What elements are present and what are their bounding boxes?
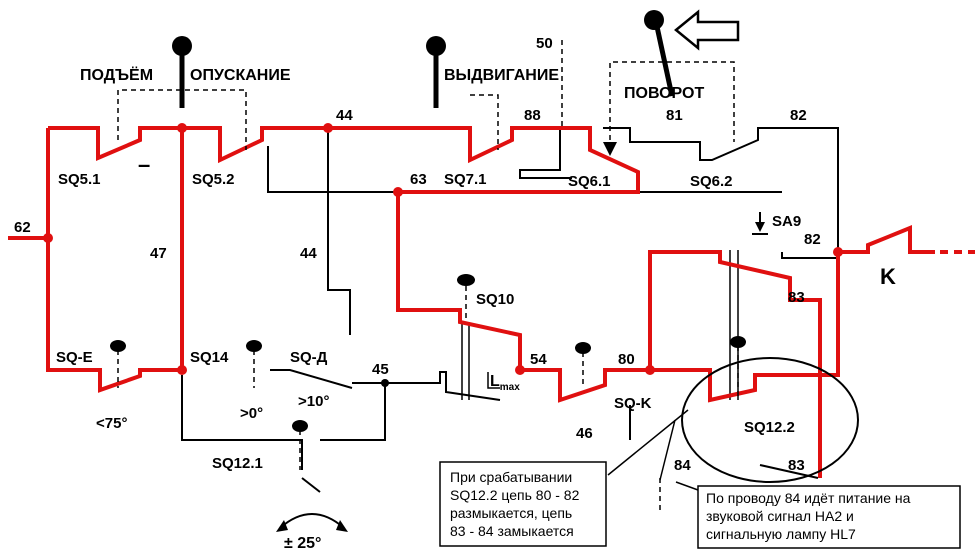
handles bbox=[110, 10, 746, 432]
lmax-marker bbox=[487, 372, 500, 389]
callout-left-line-3: размыкается, цепь bbox=[450, 505, 572, 521]
black-wiring bbox=[181, 127, 839, 493]
wire-45: 45 bbox=[372, 361, 389, 378]
wire-63: 63 bbox=[410, 171, 427, 188]
junction-dots bbox=[43, 123, 843, 387]
label-sq12-1: SQ12.1 bbox=[212, 455, 263, 472]
label-lmax: Lmax bbox=[490, 373, 520, 393]
red-active-circuit bbox=[8, 126, 975, 478]
label-opuskanie: ОПУСКАНИЕ bbox=[190, 67, 291, 84]
label-angle-75: <75° bbox=[96, 415, 127, 432]
wire-46: 46 bbox=[576, 425, 593, 442]
label-povorot: ПОВОРОТ bbox=[624, 85, 704, 102]
wire-81: 81 bbox=[666, 107, 683, 124]
sq12-2-highlight-ellipse bbox=[681, 357, 859, 483]
label-sq6-2: SQ6.2 bbox=[690, 173, 733, 190]
callout-box-right bbox=[697, 485, 961, 549]
wire-82-top: 82 bbox=[790, 107, 807, 124]
wire-84: 84 bbox=[674, 457, 691, 474]
callout-text-left: При срабатывании SQ12.2 цепь 80 - 82 раз… bbox=[450, 469, 580, 539]
sq10-plunger bbox=[457, 274, 475, 400]
wire-54: 54 bbox=[530, 351, 547, 368]
label-sq-e: SQ-E bbox=[56, 349, 93, 366]
label-angle-0: >0° bbox=[240, 405, 263, 422]
label-angle-10: >10° bbox=[298, 393, 329, 410]
callout-left-line-2: SQ12.2 цепь 80 - 82 bbox=[450, 487, 580, 503]
callout-leaders bbox=[607, 409, 699, 491]
label-sq-d: SQ-Д bbox=[290, 349, 328, 366]
wire-62: 62 bbox=[14, 219, 31, 236]
wire-44-top: 44 bbox=[336, 107, 353, 124]
callout-box-left bbox=[439, 461, 607, 547]
wire-80: 80 bbox=[618, 351, 635, 368]
wire-88: 88 bbox=[524, 107, 541, 124]
label-sq12-2: SQ12.2 bbox=[744, 419, 795, 436]
callout-text-right: По проводу 84 идёт питание на звуковой с… bbox=[706, 490, 911, 542]
label-podem: ПОДЪЁМ bbox=[80, 66, 153, 84]
callout-left-line-1: При срабатывании bbox=[450, 469, 572, 485]
label-sa9: SA9 bbox=[772, 213, 801, 230]
label-angle-25: ± 25° bbox=[284, 535, 321, 552]
label-sq6-1: SQ6.1 bbox=[568, 173, 611, 190]
label-minus: – bbox=[138, 152, 150, 177]
label-k: K bbox=[880, 264, 896, 289]
callout-right-line-1: По проводу 84 идёт питание на bbox=[706, 490, 911, 506]
label-sq7-1: SQ7.1 bbox=[444, 171, 487, 188]
callout-left-line-4: 83 - 84 замыкается bbox=[450, 523, 574, 539]
label-sq5-1: SQ5.1 bbox=[58, 171, 101, 188]
dashed-linkages bbox=[117, 40, 739, 510]
rotation-direction-arrow-icon bbox=[603, 9, 740, 156]
wire-50: 50 bbox=[536, 35, 553, 52]
label-sq14: SQ14 bbox=[190, 349, 229, 366]
wire-83-bottom: 83 bbox=[788, 457, 805, 474]
rotation-angle-icon bbox=[276, 513, 348, 532]
label-sq5-2: SQ5.2 bbox=[192, 171, 235, 188]
label-sq10: SQ10 bbox=[476, 291, 514, 308]
wire-44-mid: 44 bbox=[300, 245, 317, 262]
wire-82-right: 82 bbox=[804, 231, 821, 248]
wire-83-mid: 83 bbox=[788, 289, 805, 306]
wire-47: 47 bbox=[150, 245, 167, 262]
callout-right-line-2: звуковой сигнал HA2 и bbox=[706, 508, 854, 524]
label-vydviganie: ВЫДВИГАНИЕ bbox=[444, 67, 559, 84]
label-sq-k: SQ-K bbox=[614, 395, 652, 412]
callout-right-line-3: сигнальную лампу HL7 bbox=[706, 526, 856, 542]
